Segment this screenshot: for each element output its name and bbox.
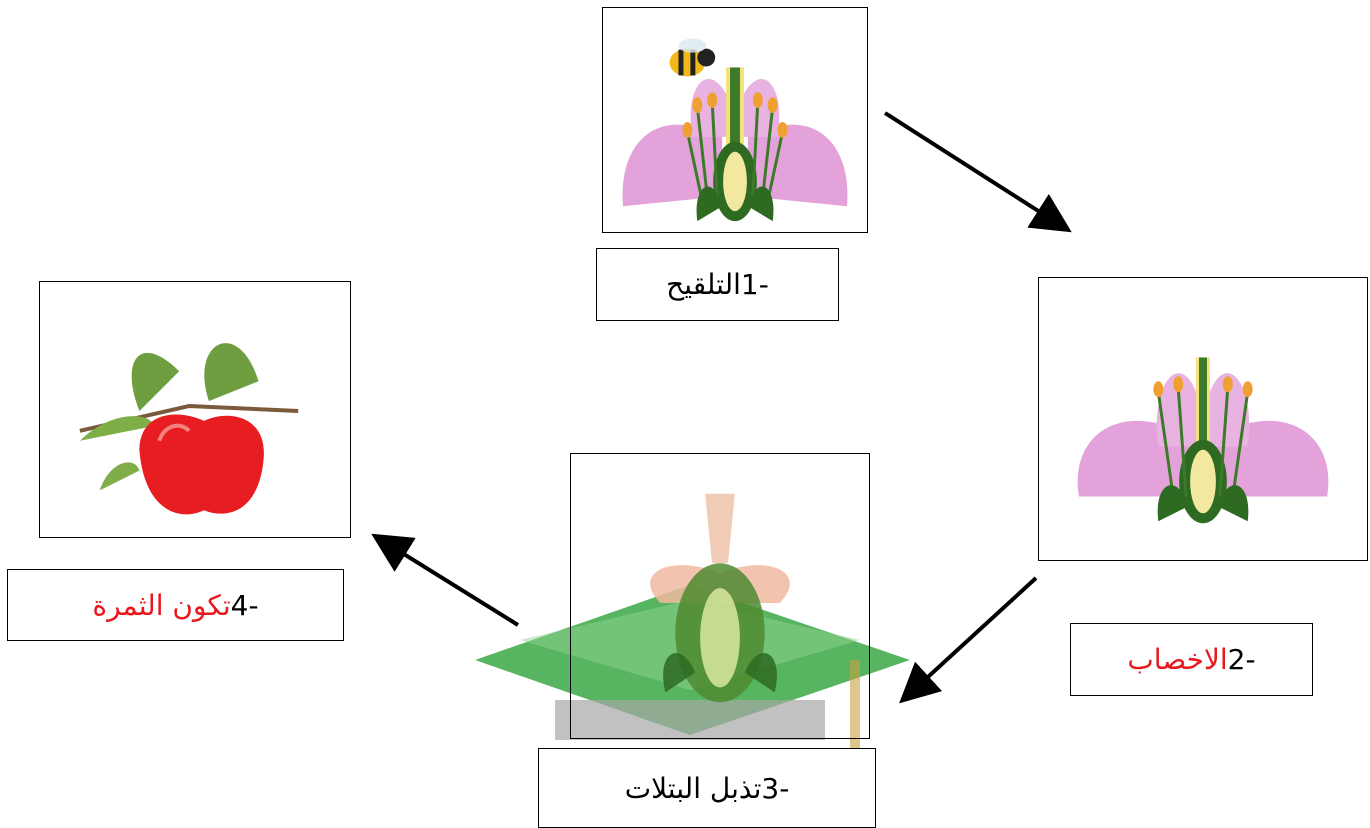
step-1-name: التلقيح (666, 268, 741, 301)
step-2-name: الاخصاب (1127, 643, 1227, 676)
step-2-number: 2- (1228, 643, 1256, 676)
step-4-name: تكون الثمرة (92, 589, 230, 622)
arrow-1-to-2 (885, 113, 1065, 228)
arrow-3-to-4 (378, 538, 518, 625)
flower-icon (1039, 278, 1367, 560)
step-3-number: 3- (761, 772, 789, 805)
flower-with-bee-icon (603, 8, 867, 232)
step-2-image (1038, 277, 1368, 561)
step-3-image (570, 453, 870, 739)
step-1-image (602, 7, 868, 233)
bee-icon (670, 39, 716, 77)
wilted-flower-icon (571, 454, 869, 738)
step-1-number: 1- (741, 268, 769, 301)
arrow-2-to-3 (905, 578, 1036, 698)
step-4-number: 4- (231, 589, 259, 622)
apple-on-branch-icon (40, 282, 350, 537)
step-3-name: تذبل البتلات (625, 772, 762, 805)
step-4-image (39, 281, 351, 538)
